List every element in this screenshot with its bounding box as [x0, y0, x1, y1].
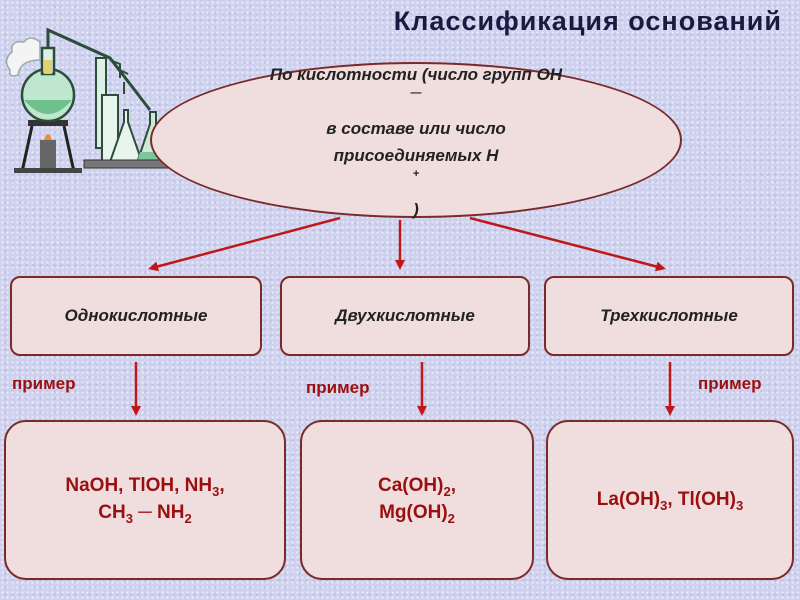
- examples-monoacid-line-1: NaOH, TlOH, NH3,: [65, 475, 225, 499]
- examples-monoacid: NaOH, TlOH, NH3, CH3 ─ NH2: [4, 420, 286, 580]
- arrow-to-monoacid: [148, 216, 341, 272]
- root-line-3: присоединяемых H+): [333, 146, 499, 219]
- arrow-to-triacid: [469, 216, 666, 272]
- example-label-1: пример: [12, 374, 76, 393]
- root-line-1: По кислотности (число групп OH—: [269, 65, 563, 99]
- examples-triacid: La(OH)3, Tl(OH)3: [546, 420, 794, 580]
- category-triacid-label: Трехкислотные: [600, 306, 738, 325]
- root-classification-text: По кислотности (число групп OH— в состав…: [270, 57, 562, 223]
- examples-monoacid-line-2: CH3 ─ NH2: [98, 502, 192, 526]
- category-monoacid-label: Однокислотные: [64, 306, 208, 325]
- examples-diacid: Ca(OH)2, Mg(OH)2: [300, 420, 534, 580]
- examples-triacid-line-1: La(OH)3, Tl(OH)3: [596, 488, 744, 513]
- examples-diacid-line-1: Ca(OH)2,: [378, 475, 456, 499]
- category-monoacid: Однокислотные: [10, 276, 262, 356]
- page-title: Классификация оснований: [393, 6, 782, 36]
- example-label-2: пример: [306, 378, 370, 397]
- category-diacid: Двухкислотные: [280, 276, 530, 356]
- examples-diacid-line-2: Mg(OH)2: [379, 502, 455, 526]
- root-classification-ellipse: По кислотности (число групп OH— в состав…: [150, 62, 682, 219]
- category-triacid: Трехкислотные: [544, 276, 794, 356]
- category-diacid-label: Двухкислотные: [335, 306, 475, 325]
- example-label-3: пример: [698, 374, 762, 393]
- root-line-2: в составе или число: [326, 119, 506, 138]
